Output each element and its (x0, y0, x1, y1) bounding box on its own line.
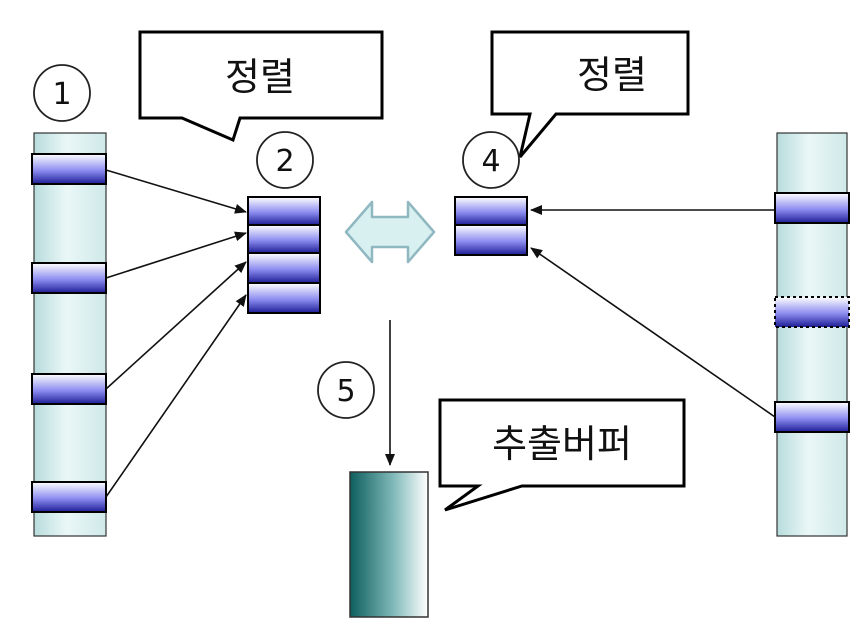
output-buffer (349, 471, 429, 618)
left-arrow-3 (105, 261, 247, 390)
left-arrow-2 (105, 231, 247, 279)
left-run-block-1 (31, 153, 107, 185)
step-1-label: 1 (52, 77, 71, 112)
step-2-marker: 2 (256, 131, 314, 189)
sort-callout-left-text: 정렬 (225, 55, 295, 99)
sort-callout-left: 정렬 (138, 30, 384, 143)
sort-callout-right-text: 정렬 (577, 53, 647, 97)
left-run-block-4 (31, 481, 107, 513)
right-buffer-slot-1 (454, 196, 528, 226)
right-sort-buffer (454, 196, 528, 256)
left-buffer-slot-3 (247, 252, 321, 284)
left-buffer-slot-1 (247, 196, 321, 226)
left-sort-buffer (247, 196, 321, 314)
step-5-marker: 5 (317, 361, 375, 419)
right-buffer-slot-2 (454, 224, 528, 256)
output-buffer-callout: 추출버퍼 (438, 398, 686, 512)
right-run-block-2 (774, 401, 850, 433)
output-buffer-callout-text: 추출버퍼 (492, 422, 632, 466)
left-run-block-2 (31, 262, 107, 294)
exchange-double-arrow (344, 200, 436, 264)
step-4-marker: 4 (462, 131, 520, 189)
right-run-block-1 (774, 192, 850, 224)
right-arrow-2 (530, 247, 776, 418)
step-2-label: 2 (275, 144, 294, 179)
right-run-column (774, 132, 850, 537)
sort-callout-right: 정렬 (490, 30, 690, 158)
left-arrow-1 (105, 169, 247, 214)
step-5-label: 5 (336, 374, 355, 409)
step-4-label: 4 (481, 144, 500, 179)
left-run-block-3 (31, 373, 107, 405)
left-run-column (31, 132, 107, 537)
left-input-arrows (105, 169, 247, 498)
right-run-block-consumed (774, 296, 850, 328)
left-arrow-4 (105, 294, 247, 498)
left-buffer-slot-2 (247, 224, 321, 254)
left-buffer-slot-4 (247, 282, 321, 314)
right-input-arrows (530, 205, 776, 418)
step-1-marker: 1 (33, 64, 91, 122)
